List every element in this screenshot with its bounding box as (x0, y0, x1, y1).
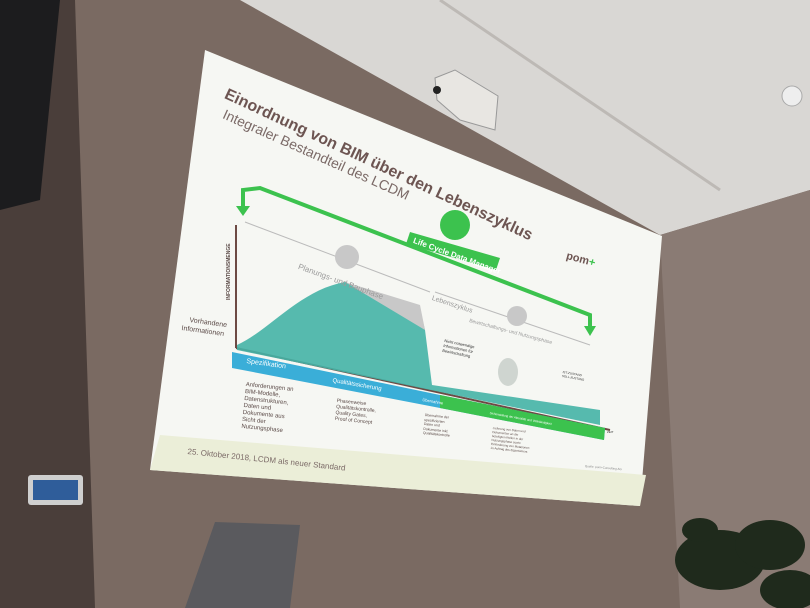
arrow-head-icon (236, 206, 250, 216)
y-axis-label: INFORMATIONSMENGE (226, 243, 232, 300)
arrow-head-icon (584, 326, 596, 336)
steps-band-green (440, 395, 605, 440)
camera-icon (433, 86, 441, 94)
window (0, 0, 60, 210)
speaker (434, 69, 499, 131)
manager-icon (440, 210, 470, 240)
ceiling-rail (439, 0, 721, 192)
lcdm-loop-arrow (241, 185, 592, 330)
projected-slide (150, 50, 662, 506)
wall-panel-screen (33, 480, 78, 500)
plant (675, 518, 810, 608)
slide-footer-band (150, 435, 646, 506)
ceiling-light-icon (781, 85, 803, 107)
right-wall (660, 190, 810, 608)
wrench-icon (498, 358, 518, 386)
lcdm-label-bg (406, 232, 500, 270)
lost-information-area (345, 282, 425, 330)
laptop (185, 522, 300, 608)
blueprint-icon (335, 245, 359, 269)
x-axis-label: ZEIT (607, 430, 614, 434)
information-area (237, 282, 600, 425)
tools-icon (507, 306, 527, 326)
ceiling (240, 0, 810, 235)
